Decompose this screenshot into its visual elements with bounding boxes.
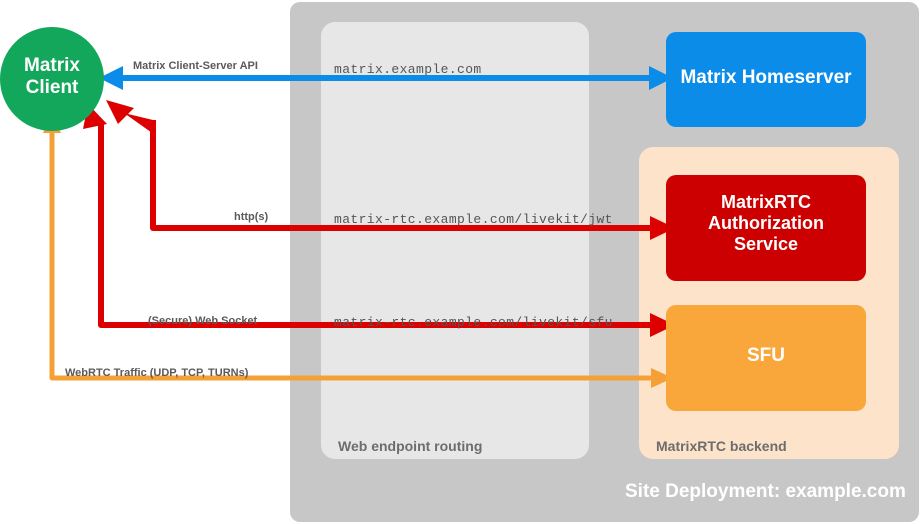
endpoint-url-livekit-sfu: matrix-rtc.example.com/livekit/sfu — [334, 315, 613, 330]
edge-label-http-s: http(s) — [234, 211, 269, 223]
node-matrix-client[interactable] — [0, 27, 104, 131]
panel-caption-matrixrtc-backend: MatrixRTC backend — [656, 438, 787, 454]
endpoint-url-livekit-jwt: matrix-rtc.example.com/livekit/jwt — [334, 212, 613, 227]
site-deployment-caption: Site Deployment: example.com — [625, 481, 906, 502]
node-sfu[interactable] — [666, 305, 866, 411]
connection-livekit-jwt — [106, 100, 675, 240]
endpoint-url-matrix-example-com: matrix.example.com — [334, 62, 482, 77]
edge-label-client-server-api: Matrix Client-Server API — [133, 60, 258, 72]
node-matrixrtc-authorization-service[interactable] — [666, 175, 866, 281]
edge-label-secure-web-socket: (Secure) Web Socket — [148, 315, 258, 327]
edge-label-webrtc-traffic: WebRTC Traffic (UDP, TCP, TURNs) — [65, 367, 249, 379]
node-matrix-homeserver[interactable] — [666, 32, 866, 127]
web-endpoint-routing-panel — [321, 22, 589, 459]
panel-caption-web-endpoint-routing: Web endpoint routing — [338, 438, 483, 454]
connection-client-server-api — [99, 66, 673, 90]
